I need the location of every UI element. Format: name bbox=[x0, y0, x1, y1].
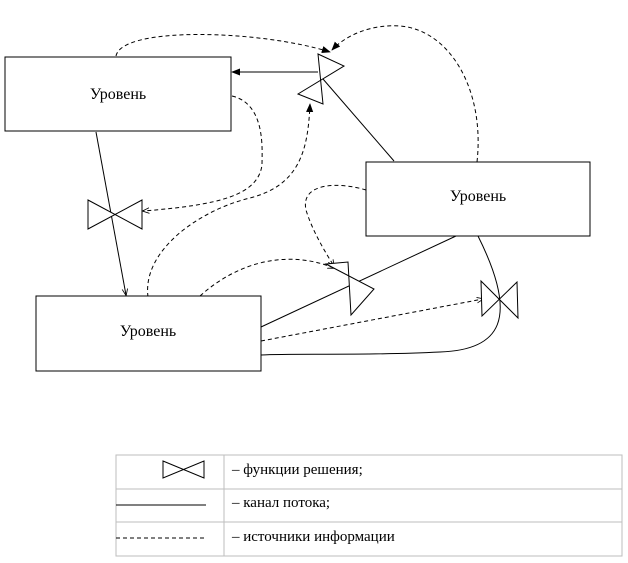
legend-cell-text-2 bbox=[223, 488, 623, 523]
level-box-2 bbox=[365, 161, 591, 237]
info-l2-to-mid-valve bbox=[305, 185, 367, 266]
level-label-3: Уровень bbox=[120, 323, 176, 340]
legend-valve-icon bbox=[162, 460, 205, 479]
legend-cell-symbol-3 bbox=[115, 521, 225, 557]
valve-left bbox=[87, 199, 143, 230]
level-box-1 bbox=[4, 56, 232, 132]
info-l1-to-top-valve bbox=[115, 34, 331, 57]
info-l1-to-left-valve bbox=[143, 95, 263, 211]
info-l3-to-mid-valve bbox=[199, 258, 334, 297]
level-box-3 bbox=[35, 295, 262, 372]
flow-l2-to-valve bbox=[322, 78, 395, 162]
legend-info-label: – источники информации bbox=[231, 529, 395, 545]
info-l3-to-right-valve bbox=[260, 299, 483, 342]
legend-flow-label: – канал потока; bbox=[231, 495, 330, 511]
level-label-1: Уровень bbox=[90, 86, 146, 103]
valve-mid bbox=[324, 261, 375, 317]
legend: – функции решения; – канал потока; – ист… bbox=[115, 454, 623, 557]
info-l2-to-top-valve bbox=[331, 25, 479, 163]
legend-cell-text-3 bbox=[223, 521, 623, 557]
legend-decision-label: – функции решения; bbox=[231, 462, 363, 478]
legend-cell-text-1 bbox=[223, 454, 623, 490]
info-l3-to-top-valve bbox=[147, 103, 314, 298]
valve-top bbox=[296, 53, 346, 105]
level-label-2: Уровень bbox=[450, 188, 506, 205]
valve-right bbox=[480, 279, 519, 320]
flow-l2-to-l3-curve bbox=[260, 235, 501, 356]
